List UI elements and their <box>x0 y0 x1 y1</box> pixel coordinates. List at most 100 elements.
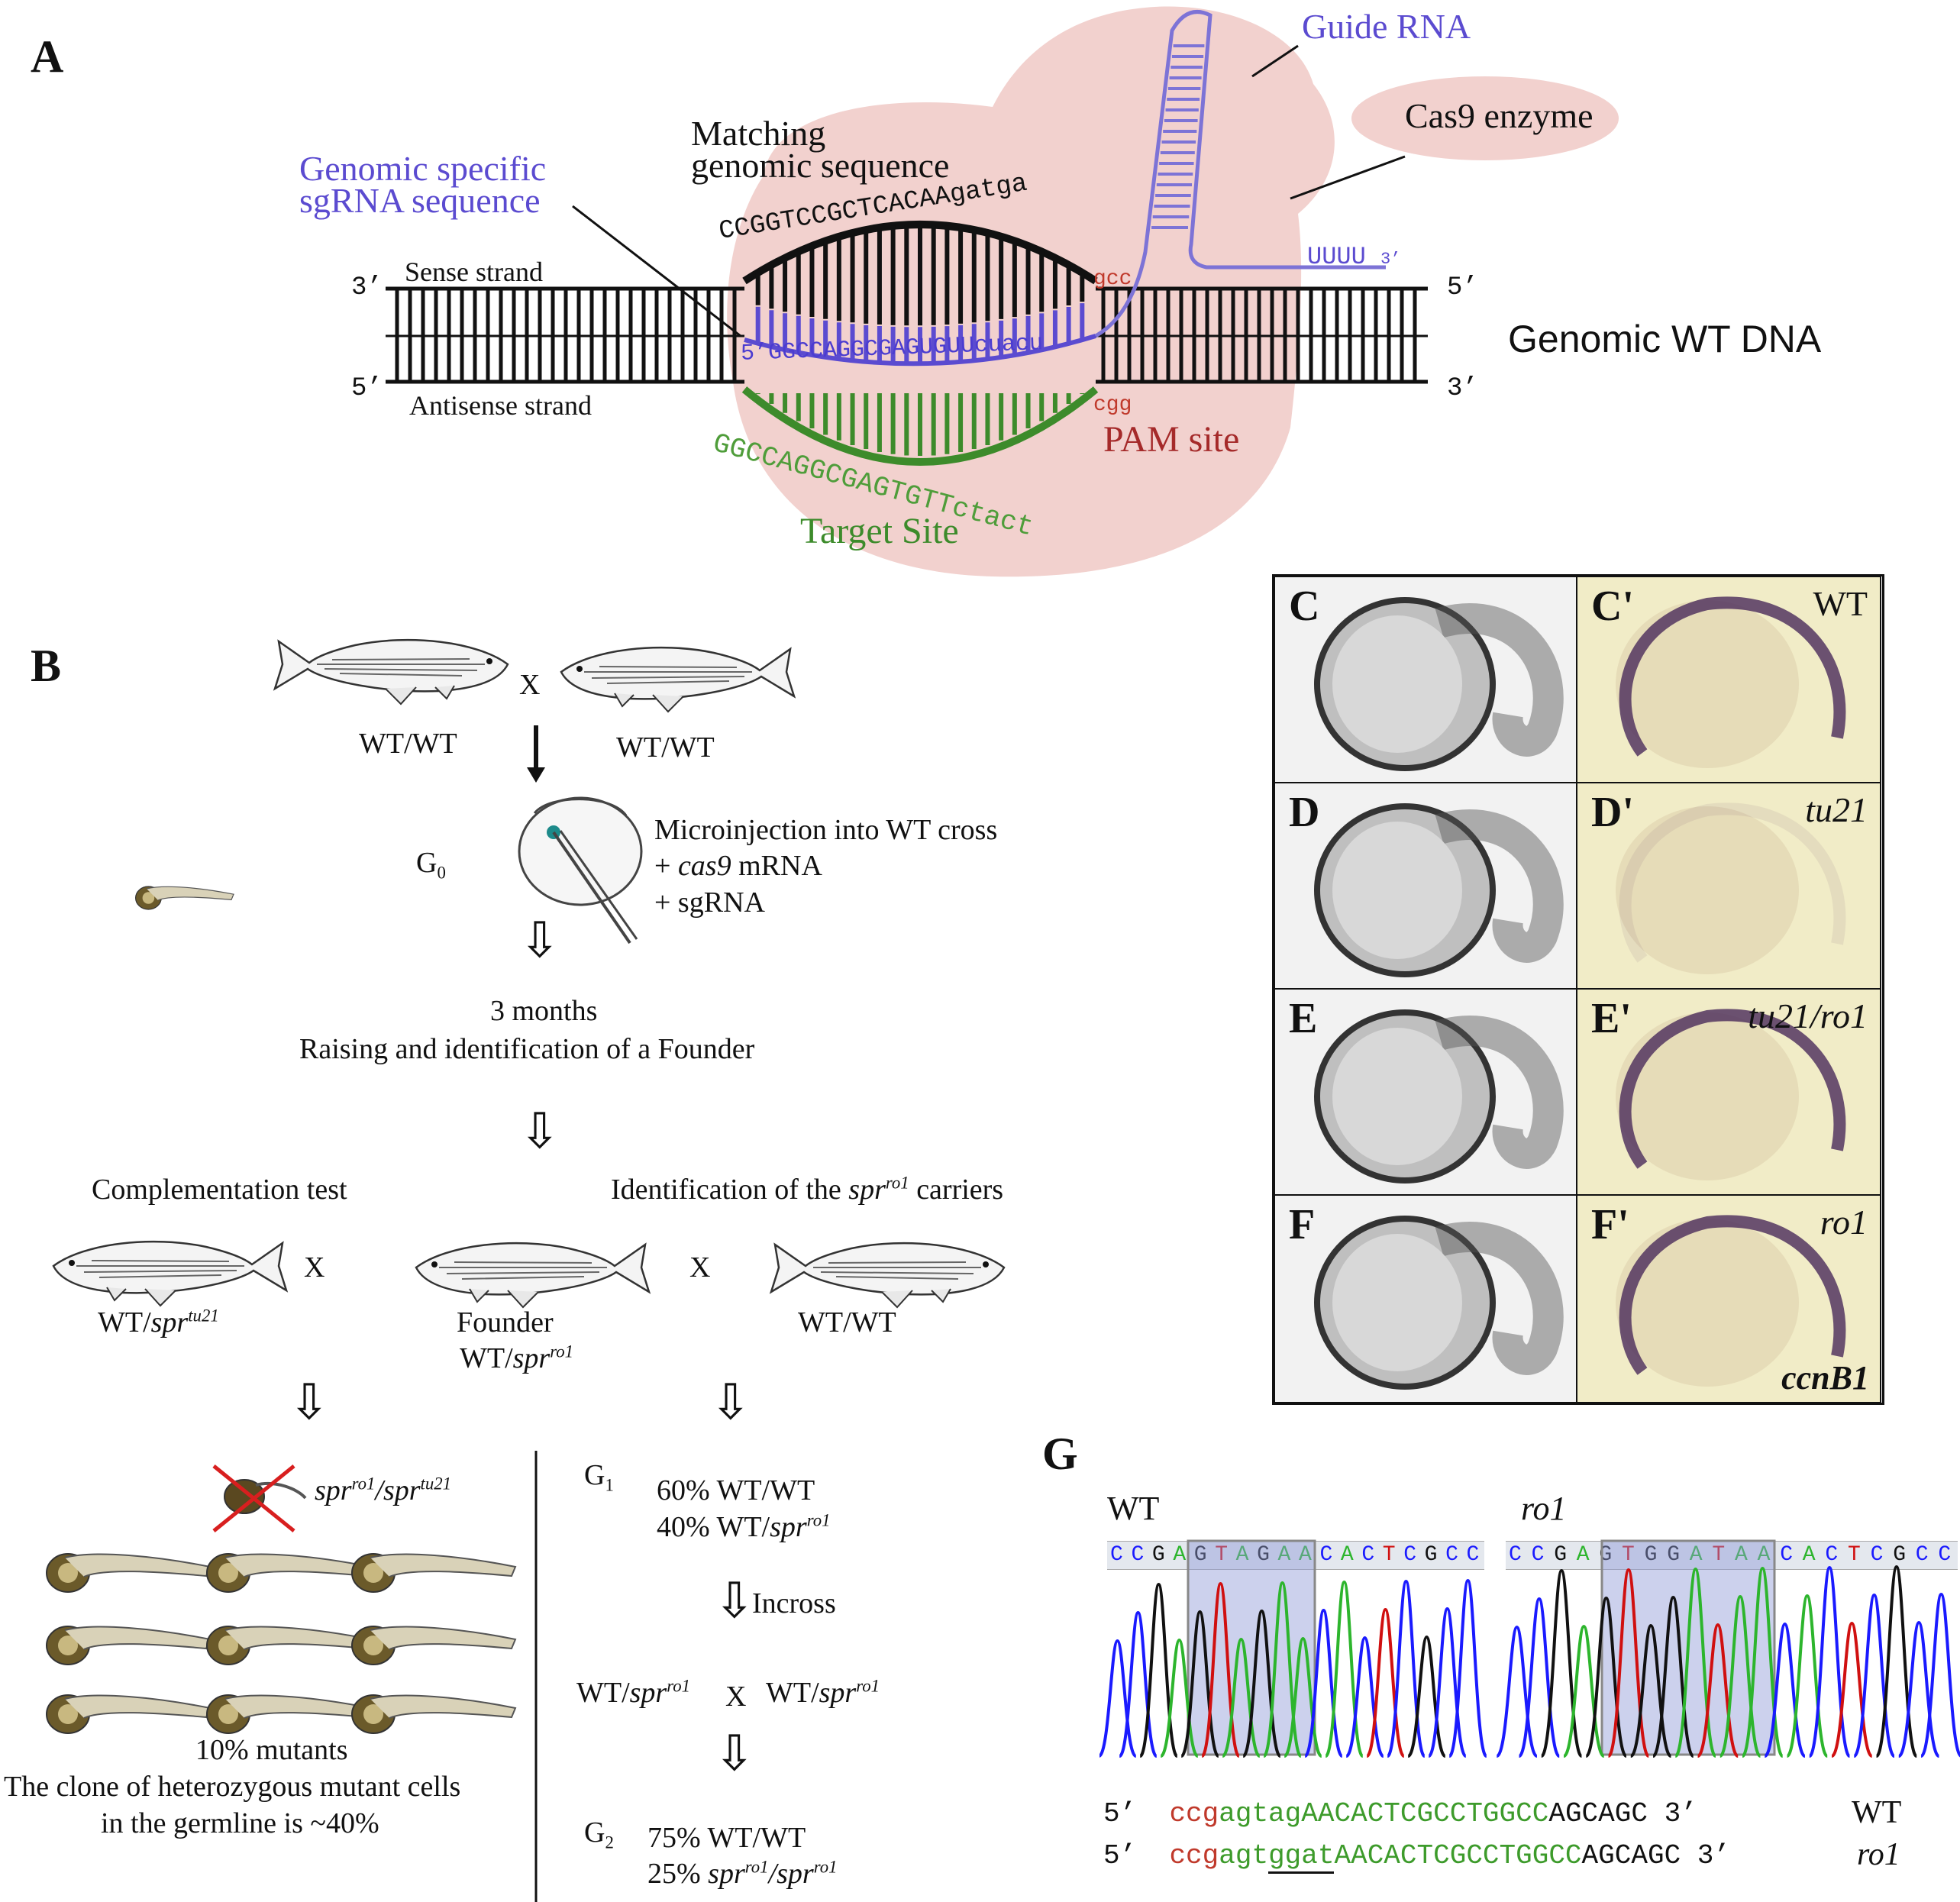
embryo-cell-5: E <box>1274 988 1579 1197</box>
trace-peak <box>1448 1578 1488 1758</box>
base-letter: C <box>1361 1543 1375 1567</box>
embryo-photo <box>1314 803 1564 977</box>
cell-letter: F' <box>1591 1201 1629 1248</box>
panel-g-letter: G <box>1042 1429 1078 1479</box>
base-letter: G <box>1257 1543 1270 1567</box>
g2-line-2: 25% sprro1/sprro1 <box>647 1857 838 1890</box>
wt-trace-title: WT <box>1107 1490 1160 1527</box>
embryo-photo <box>1314 1009 1564 1184</box>
clone-line-2: in the germline is ~40% <box>101 1807 379 1839</box>
embryo-grid <box>46 1553 516 1734</box>
fish-founder <box>415 1242 651 1309</box>
base-letter: C <box>1466 1543 1480 1567</box>
base-letter: C <box>1825 1543 1839 1567</box>
cell-letter: D <box>1289 789 1320 836</box>
base-letter: C <box>1870 1543 1884 1567</box>
trace-peak <box>1221 1637 1261 1758</box>
panel-a-letter: A <box>31 31 64 82</box>
fish-wt-left <box>275 640 508 704</box>
base-letter: C <box>1110 1543 1123 1567</box>
trace-peak <box>1283 1636 1323 1758</box>
cross-x-right: X <box>689 1251 711 1284</box>
down-arrow-left: ⇩ <box>289 1375 330 1429</box>
wt-seq-label: WT <box>1852 1795 1902 1830</box>
base-letter: T <box>1622 1543 1635 1567</box>
sgrna-label-1: Genomic specific <box>299 149 547 188</box>
cell-genotype: tu21/ro1 <box>1748 996 1868 1035</box>
embryo-cell-1: C <box>1274 576 1579 785</box>
embryo-cell-4: D'tu21 <box>1576 782 1881 991</box>
micro-line-1: Microinjection into WT cross <box>654 814 998 846</box>
end-5-right: 5’ <box>1447 273 1478 302</box>
trace-peak <box>1629 1623 1673 1758</box>
base-letter: G <box>1193 1543 1207 1567</box>
trace-peak <box>1785 1594 1829 1758</box>
embryo-photo <box>1314 597 1564 771</box>
matching-label-2: genomic sequence <box>691 146 950 185</box>
founder-label: Founder <box>457 1306 554 1339</box>
complementation-label: Complementation test <box>92 1174 347 1206</box>
trace-peak <box>1517 1597 1561 1758</box>
trace-peak <box>1427 1607 1468 1758</box>
wt-left-label: WT/WT <box>359 728 457 760</box>
trace-peak <box>1920 1592 1960 1758</box>
gene-label: ccnB1 <box>1781 1359 1869 1397</box>
trace-peak <box>1696 1623 1740 1758</box>
injection-egg <box>518 796 643 945</box>
pam-cgg: cgg <box>1093 393 1132 417</box>
g2-line-1: 75% WT/WT <box>647 1822 806 1854</box>
ro1-sequence-line: 5’ ccgagtggatAACACTCGCCTGGCCAGCAGC 3’ <box>1103 1840 1730 1874</box>
sense-strand-label: Sense strand <box>405 257 543 287</box>
embryo-photo <box>1616 596 1846 768</box>
base-letter: G <box>1893 1543 1906 1567</box>
g0-label: G0 <box>416 847 446 883</box>
cell-letter: C <box>1289 583 1320 630</box>
base-letter: T <box>1848 1543 1861 1567</box>
fish-wt-right <box>560 646 796 713</box>
trace-peak <box>1118 1610 1158 1758</box>
mutants-label: 10% mutants <box>195 1734 348 1766</box>
base-letter: C <box>1780 1543 1793 1567</box>
end-3-right: 3’ <box>1447 374 1478 403</box>
base-letter: A <box>1735 1543 1748 1567</box>
base-letter: C <box>1531 1543 1545 1567</box>
g1-label: G1 <box>584 1459 614 1495</box>
trace-peak <box>1562 1624 1606 1758</box>
embryo-cell-3: D <box>1274 782 1579 991</box>
cell-genotype: WT <box>1813 584 1868 623</box>
trace-peak <box>1159 1638 1200 1758</box>
trace-peak <box>1495 1625 1539 1758</box>
base-letter: A <box>1689 1543 1703 1567</box>
trace-peak <box>1242 1609 1282 1758</box>
base-letter: T <box>1712 1543 1726 1567</box>
fish-wtwt <box>771 1243 1004 1307</box>
base-letter: C <box>1319 1543 1333 1567</box>
embryo-photo <box>1616 1215 1846 1387</box>
trace-peak <box>1406 1635 1447 1758</box>
base-letter: A <box>1299 1543 1312 1567</box>
g1-line-2: 40% WT/sprro1 <box>657 1510 831 1543</box>
g1-line-1: 60% WT/WT <box>657 1474 815 1506</box>
wt-spr-tu21-label: WT/sprtu21 <box>98 1306 219 1339</box>
pam-site-label: PAM site <box>1103 419 1240 460</box>
trace-peak <box>1099 1639 1138 1758</box>
cross-x-left: X <box>304 1251 325 1284</box>
base-letter: C <box>1938 1543 1952 1567</box>
target-site-label: Target Site <box>800 511 959 551</box>
down-arrow-2: ⇩ <box>519 1104 560 1158</box>
embryo-photo <box>1616 1009 1846 1180</box>
base-letter: A <box>1802 1543 1816 1567</box>
cell-letter: E <box>1289 995 1318 1042</box>
wt-sequence-line: 5’ ccgagtagAACACTCGCCTGGCCAGCAGC 3’ <box>1103 1798 1697 1829</box>
fish-drawings <box>46 596 1130 1902</box>
trace-peak <box>1897 1620 1941 1758</box>
sgrna-label-2: sgRNA sequence <box>299 181 541 220</box>
cross2-x: X <box>725 1681 747 1713</box>
trace-peak <box>1303 1608 1344 1758</box>
down-arrow-right: ⇩ <box>710 1375 751 1429</box>
base-letter: G <box>1644 1543 1658 1567</box>
base-letter: A <box>1277 1543 1291 1567</box>
base-letter: C <box>1131 1543 1145 1567</box>
